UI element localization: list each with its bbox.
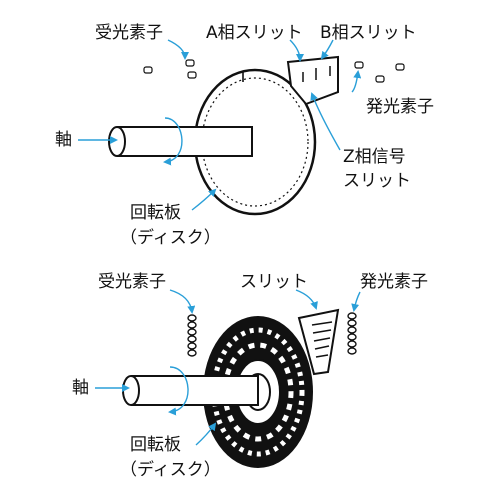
bottom-emitters bbox=[347, 312, 357, 355]
top-rotation-arrow bbox=[163, 117, 183, 166]
bottom-slit-label: スリット bbox=[240, 272, 308, 292]
bottom-receiver-label: 受光素子 bbox=[98, 272, 166, 292]
bottom-disk-label-line2: （ディスク） bbox=[120, 459, 221, 480]
top-disk-label-line2: （ディスク） bbox=[120, 227, 221, 248]
top-shaft bbox=[117, 126, 253, 157]
top-slit-z-line1: Z相信号 bbox=[343, 147, 406, 167]
bottom-shaft bbox=[131, 375, 259, 406]
top-receivers bbox=[143, 59, 197, 79]
top-encoder: 受光素子 A相スリット B相スリット 軸 発光素子 Z相信号 スリット 回転板 … bbox=[55, 23, 434, 248]
top-slit-b-label: B相スリット bbox=[320, 23, 417, 43]
top-receiver-label: 受光素子 bbox=[95, 23, 163, 43]
top-disk-track bbox=[201, 77, 309, 207]
bottom-disk-pattern-middle bbox=[222, 342, 294, 442]
top-shaft-label: 軸 bbox=[55, 130, 72, 150]
bottom-shaft-end bbox=[122, 375, 140, 406]
top-slit-mask bbox=[286, 55, 339, 106]
bottom-disk-label-line1: 回転板 bbox=[130, 435, 181, 455]
top-slit-z-line2: スリット bbox=[343, 171, 411, 191]
bottom-disk-pattern-outer bbox=[211, 327, 305, 457]
bottom-rotation-arrow bbox=[168, 366, 189, 416]
bottom-emitter-label: 発光素子 bbox=[360, 272, 428, 292]
top-emitter-label: 発光素子 bbox=[366, 97, 434, 117]
bottom-shaft-label: 軸 bbox=[72, 378, 89, 398]
top-emitters bbox=[354, 61, 405, 83]
bottom-encoder: 受光素子 スリット 発光素子 軸 回転板 （ディスク） bbox=[72, 272, 428, 480]
top-disk-label-line1: 回転板 bbox=[130, 203, 181, 223]
bottom-receivers bbox=[187, 314, 197, 357]
top-slit-a-label: A相スリット bbox=[206, 23, 303, 43]
bottom-slit-plate bbox=[297, 308, 340, 376]
top-shaft-end bbox=[108, 126, 126, 157]
